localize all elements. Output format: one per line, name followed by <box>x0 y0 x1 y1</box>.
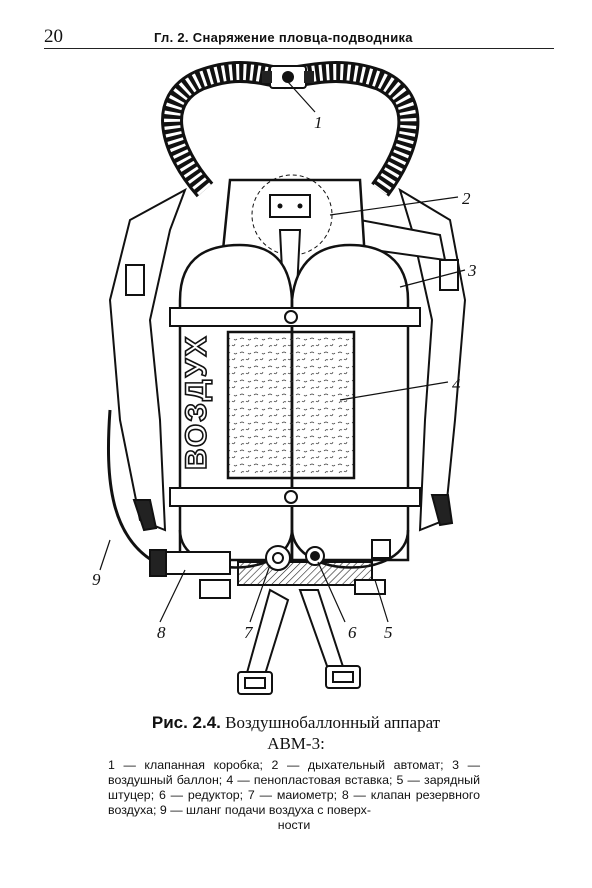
valve-box <box>262 65 314 89</box>
apparatus-illustration: ВОЗДУХ 1 2 3 4 5 6 <box>92 60 477 695</box>
callout-5: 5 <box>384 623 393 642</box>
harness-straps <box>108 187 467 532</box>
callout-6: 6 <box>348 623 357 642</box>
callout-leaders <box>99 81 466 623</box>
figure-caption-title: Рис. 2.4. Воздушнобаллонный аппарат АВМ-… <box>0 712 592 754</box>
figure-legend-text: 1 — клапанная коробка; 2 — дыхательный а… <box>108 758 480 817</box>
lower-straps <box>237 588 361 695</box>
callout-9: 9 <box>92 570 101 589</box>
figure-title-line1: Воздушнобаллонный аппарат <box>225 713 441 732</box>
foam-insert <box>226 330 356 480</box>
callout-7: 7 <box>244 623 254 642</box>
callout-4: 4 <box>452 375 461 394</box>
callout-1: 1 <box>314 113 323 132</box>
figure-label: Рис. 2.4. <box>151 713 221 732</box>
figure-legend-last: ности <box>277 818 311 832</box>
reducer-manifold <box>149 539 391 599</box>
callout-numbers: 1 2 3 4 5 6 7 8 9 <box>92 113 477 642</box>
running-head: Гл. 2. Снаряжение пловца-подводника <box>154 30 413 45</box>
callout-2: 2 <box>462 189 471 208</box>
cylinder-bands <box>169 307 421 507</box>
tank-lettering: ВОЗДУХ <box>180 335 213 470</box>
page-number: 20 <box>44 26 63 47</box>
page-header: 20 Гл. 2. Снаряжение пловца-подводника <box>44 26 554 50</box>
figure-legend: 1 — клапанная коробка; 2 — дыхательный а… <box>108 758 480 833</box>
header-rule <box>44 48 554 49</box>
callout-3: 3 <box>467 261 477 280</box>
callout-8: 8 <box>157 623 166 642</box>
figure-title-line2: АВМ-3: <box>267 734 325 753</box>
breathing-hose <box>161 60 420 198</box>
surface-air-hose <box>107 409 161 567</box>
